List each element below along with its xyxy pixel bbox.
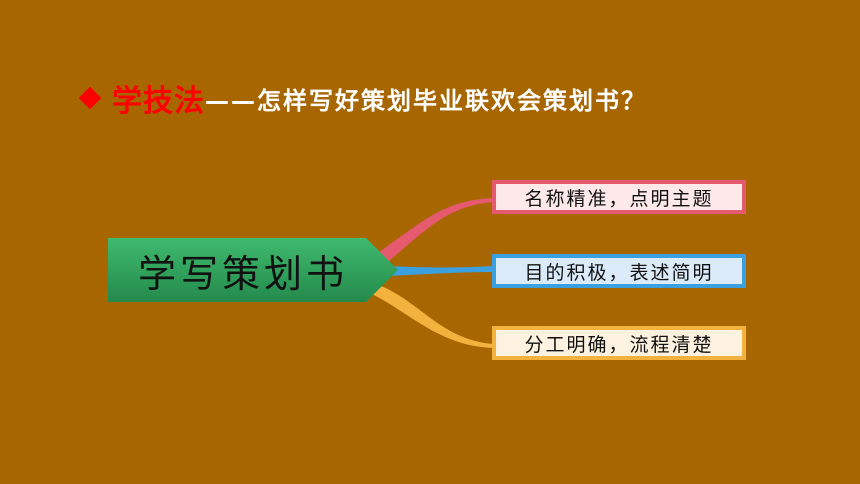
center-node-label: 学写策划书 <box>137 251 348 296</box>
slide-heading: 学技法 ——怎样写好策划毕业联欢会策划书？ <box>78 76 647 120</box>
branch-node-purpose: 目的积极，表述简明 <box>492 254 746 288</box>
branch-node-name: 名称精准，点明主题 <box>492 180 746 214</box>
center-node-shape <box>108 238 398 302</box>
heading-keyword: 学技法 <box>112 84 205 119</box>
branch-node-process: 分工明确，流程清楚 <box>492 326 746 360</box>
branch-connector-2 <box>388 266 494 276</box>
branch-connector-3 <box>368 284 494 348</box>
mindmap-center-node: 学写策划书 <box>108 238 398 302</box>
heading-question: ——怎样写好策划毕业联欢会策划书？ <box>205 86 647 115</box>
